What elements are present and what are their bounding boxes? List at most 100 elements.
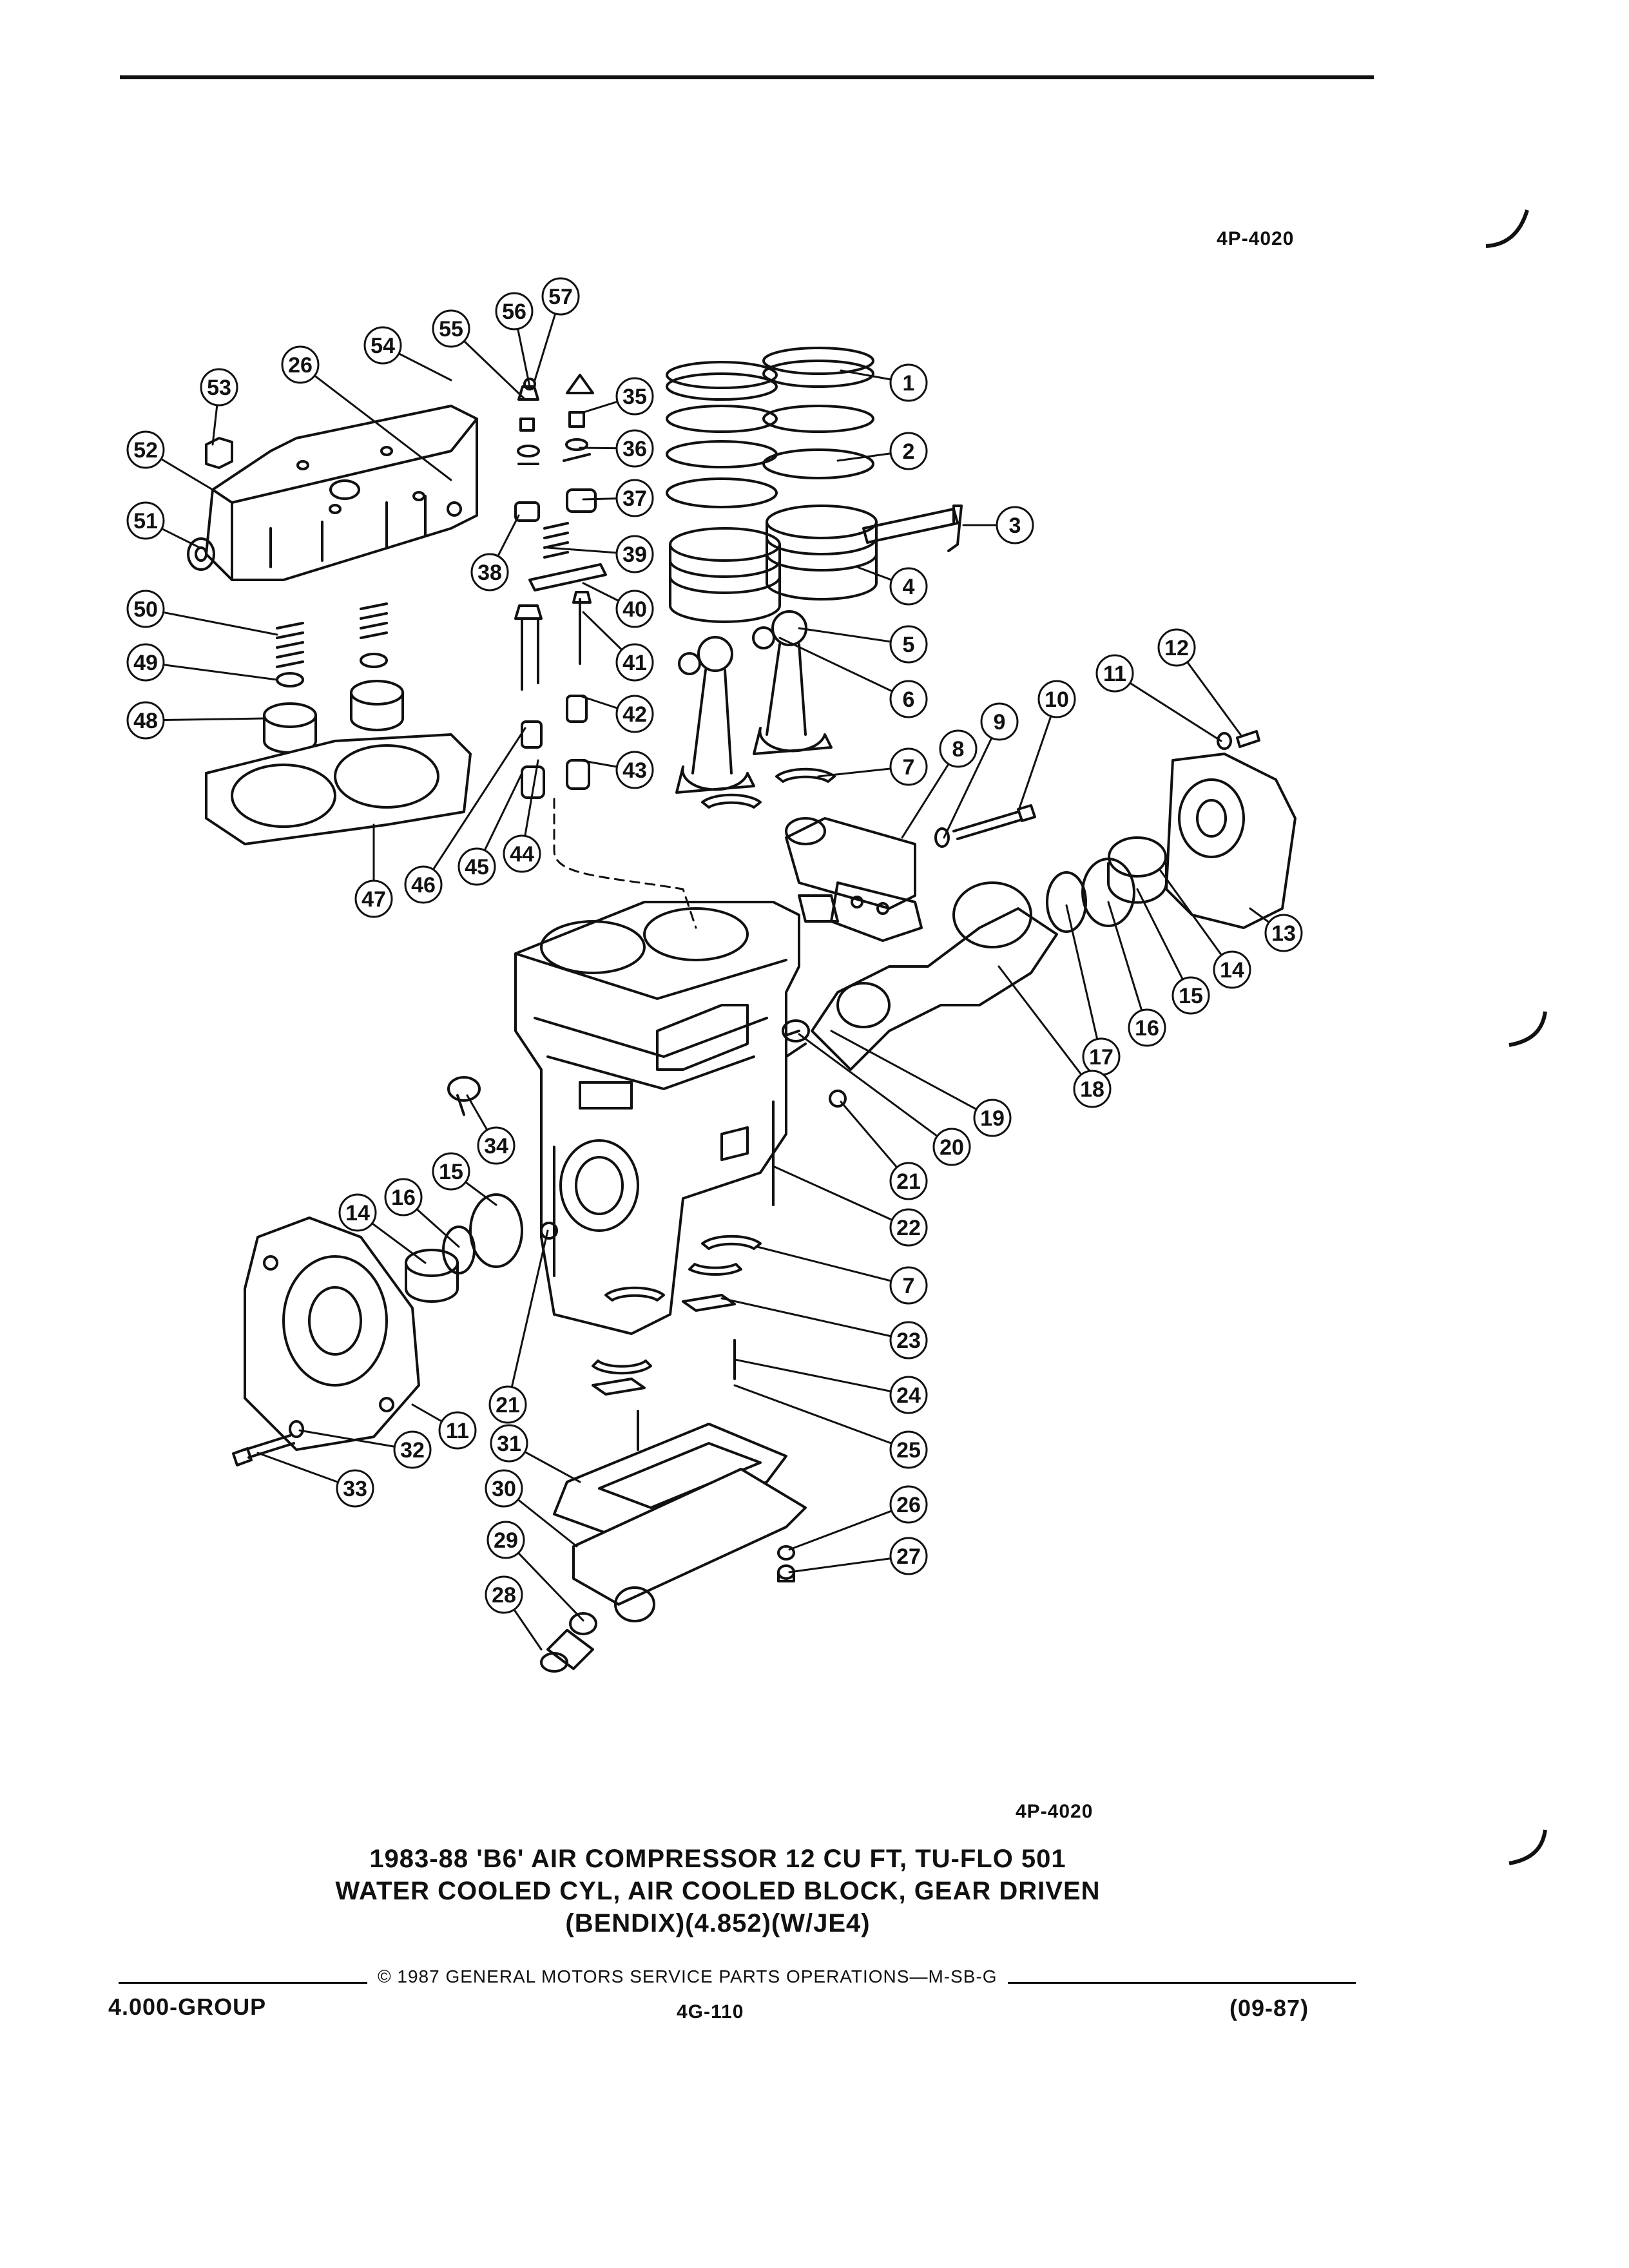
callout-number: 34 <box>484 1134 508 1158</box>
callout-circle <box>404 865 443 904</box>
callout-number: 3 <box>1009 514 1021 538</box>
callout-circle <box>889 363 928 402</box>
callout-number: 15 <box>439 1160 463 1184</box>
valve-stack <box>514 374 607 799</box>
callout-circle <box>490 1424 528 1463</box>
callout-number: 39 <box>622 543 647 567</box>
callout-circle <box>126 701 165 740</box>
callout-number: 13 <box>1271 921 1296 946</box>
callout-number: 53 <box>207 376 231 400</box>
callout-leader <box>1136 888 1192 997</box>
callout-number: 49 <box>133 651 158 675</box>
callout-circle <box>1128 1008 1166 1047</box>
scan-mark <box>1485 209 1529 248</box>
callout-leader <box>422 727 526 886</box>
callout-number: 57 <box>548 285 573 309</box>
callout-circle <box>996 506 1034 544</box>
callout-circle <box>1037 680 1076 718</box>
callout-circle <box>470 553 509 591</box>
callout-circle <box>488 1385 527 1424</box>
callout-number: 26 <box>288 353 313 378</box>
crankshaft-18 <box>772 881 1058 1071</box>
plug-21 <box>540 1090 847 1240</box>
callout-number: 52 <box>133 438 158 463</box>
callout-circle <box>1157 628 1196 667</box>
callout-circle <box>200 368 238 407</box>
callout-circle <box>1171 976 1210 1015</box>
wrist-pin-2 <box>862 508 959 544</box>
copyright-notice: © 1987 GENERAL MOTORS SERVICE PARTS OPER… <box>367 1966 1008 1987</box>
rear-seals <box>1046 836 1168 933</box>
oil-pan-30 <box>572 1468 807 1622</box>
callout-circle <box>889 680 928 718</box>
callout-circle <box>485 1469 523 1508</box>
callout-number: 15 <box>1179 984 1203 1008</box>
scan-mark <box>1509 1829 1547 1865</box>
callout-leader <box>144 661 278 681</box>
callout-circle <box>889 567 928 606</box>
callout-circle <box>1213 950 1251 989</box>
callout-circle <box>1073 1070 1112 1108</box>
callout-circle <box>615 535 654 573</box>
callout-leader <box>798 1033 953 1148</box>
washer-9 <box>934 827 950 848</box>
unloader-8 <box>785 817 923 942</box>
plug-28 <box>540 1629 594 1673</box>
bolt-10 <box>952 804 1036 840</box>
piston-rings-1 <box>666 347 874 508</box>
callout-leader <box>144 717 265 722</box>
callout-circle <box>615 377 654 416</box>
callout-circle <box>615 643 654 682</box>
callout-number: 20 <box>940 1135 964 1160</box>
callout-circle <box>615 590 654 628</box>
callout-circle <box>889 1321 928 1360</box>
figure-reference-bottom: 4P-4020 <box>1016 1801 1094 1822</box>
ring-29 <box>569 1612 597 1635</box>
callout-leader <box>506 1229 549 1406</box>
callout-number: 19 <box>980 1106 1005 1131</box>
top-rule <box>120 75 1374 79</box>
callout-circle <box>1264 914 1303 952</box>
callout-number: 21 <box>896 1169 921 1194</box>
callout-circle <box>503 834 541 873</box>
callout-number: 35 <box>622 385 647 409</box>
callout-circle <box>477 1126 516 1165</box>
fitting-20 <box>782 1019 810 1043</box>
callout-number: 8 <box>952 737 965 762</box>
title-line-1: 1983-88 'B6' AIR COMPRESSOR 12 CU FT, TU… <box>369 1845 1066 1873</box>
callout-number: 6 <box>903 687 915 712</box>
callout-number: 18 <box>1080 1077 1104 1102</box>
callout-circle <box>615 695 654 733</box>
callout-circle <box>432 309 470 348</box>
callout-circle <box>1095 654 1134 693</box>
callout-number: 29 <box>494 1528 518 1553</box>
callout-number: 41 <box>622 651 647 675</box>
callout-number: 9 <box>994 710 1006 735</box>
callout-number: 28 <box>492 1583 516 1608</box>
callout-circle <box>363 326 402 365</box>
callout-circle <box>889 1162 928 1200</box>
callout-number: 21 <box>496 1393 520 1418</box>
callout-number: 1 <box>903 371 915 396</box>
callout-number: 7 <box>903 1274 915 1298</box>
callout-circle <box>126 643 165 682</box>
callout-number: 33 <box>343 1477 367 1501</box>
callout-leader <box>772 1165 910 1229</box>
callout-leader <box>720 1297 910 1341</box>
callout-number: 24 <box>896 1383 921 1408</box>
screw-27 <box>777 1564 795 1582</box>
title-line-3: (BENDIX)(4.852)(W/JE4) <box>565 1909 871 1937</box>
oil-pan-gasket-31 <box>553 1423 787 1541</box>
callout-number: 42 <box>622 702 647 727</box>
nut-26 <box>777 1545 795 1561</box>
callout-leader <box>788 1503 910 1551</box>
page-number: 4G-110 <box>677 2001 744 2023</box>
callout-number: 43 <box>622 758 647 783</box>
callout-number: 7 <box>903 755 915 780</box>
callout-circle <box>889 1537 928 1575</box>
callout-leader <box>998 965 1094 1090</box>
callout-number: 17 <box>1089 1045 1113 1070</box>
bolt-12 <box>1236 730 1260 748</box>
callout-number: 16 <box>1135 1016 1159 1041</box>
callout-leader <box>830 1030 994 1119</box>
